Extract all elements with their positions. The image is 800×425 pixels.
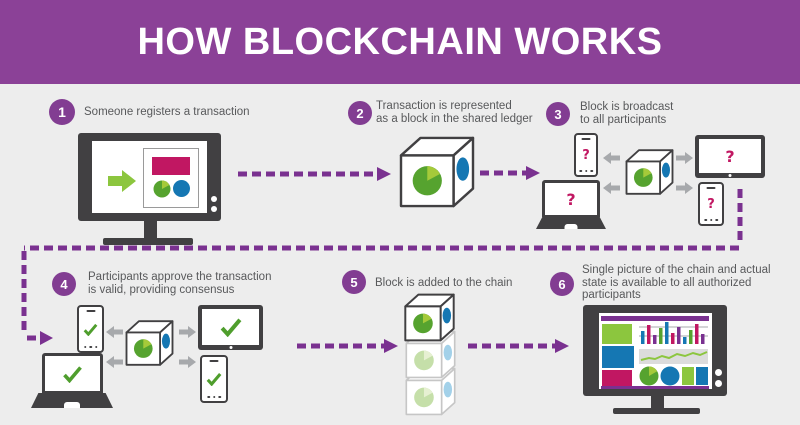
gray-arrow-right-icon [676,182,693,194]
dashboard-bar-chart [639,322,708,344]
dashboard-top-bar [601,316,709,321]
arrowhead-icon [555,339,569,353]
pie-chart-icon [153,180,171,198]
tablet-button [728,174,732,177]
step-4-badge: 4 [52,272,76,296]
laptop-base [31,393,113,408]
step-1-badge: 1 [49,99,75,125]
transaction-title-block [152,157,190,175]
monitor-base [103,238,193,245]
laptop-base [536,217,606,229]
gray-arrow-left-icon [603,182,620,194]
step-2-badge: 2 [348,101,372,125]
block-cube-icon [125,320,174,366]
check-icon [206,372,222,386]
dashboard-pie-icons [639,366,708,386]
phone-buttons [207,395,221,398]
step-1-label: Someone registers a transaction [84,106,250,118]
block-cube-icon [625,149,674,195]
check-icon [220,318,241,337]
monitor-dot [211,196,217,202]
question-mark: ? [582,147,590,163]
phone-buttons [579,169,593,172]
question-mark: ? [725,146,735,166]
laptop-notch [64,402,80,408]
monitor-stand [651,396,664,408]
step-6-label: Single picture of the chain and actual s… [582,264,771,301]
step-5-badge: 5 [342,270,366,294]
smartphone-icon [77,305,104,353]
dashboard-line-chart [639,349,708,364]
arrowhead-icon [384,339,398,353]
phone-speaker [209,360,219,362]
phone-buttons [83,345,98,348]
question-mark: ? [566,189,576,209]
monitor-dot [715,369,722,376]
laptop-icon: ? [542,180,600,217]
gray-arrow-right-icon [179,326,196,338]
gray-arrow-right-icon [676,152,693,164]
step-2-label: Transaction is represented as a block in… [376,100,533,125]
tablet-icon [198,305,263,350]
smartphone-icon [200,355,228,403]
smartphone-icon: ? [698,182,724,226]
tablet-button [229,346,232,349]
step-4-label: Participants approve the transaction is … [88,271,272,296]
dashboard-green-tile [602,324,632,344]
arrowhead-icon [40,331,53,345]
gray-arrow-left-icon [603,152,620,164]
block-cube-icon [399,136,475,208]
laptop-icon [42,353,103,393]
blue-circle-icon [173,180,190,197]
phone-speaker [581,138,591,140]
tablet-icon: ? [695,135,765,178]
gray-arrow-left-icon [106,326,123,338]
phone-speaker [706,187,716,189]
question-mark: ? [707,196,715,212]
monitor-dot [211,206,217,212]
phone-speaker [86,310,95,312]
step-5-label: Block is added to the chain [375,277,513,289]
gray-arrow-left-icon [106,356,123,368]
header-banner: HOW BLOCKCHAIN WORKS [0,0,800,84]
block-cube-icon [404,293,455,342]
dashboard-bottom-bar [601,386,709,389]
smartphone-icon: ? [574,133,598,177]
dashboard-graphic [601,316,709,389]
monitor-base [613,408,700,414]
page-title: HOW BLOCKCHAIN WORKS [137,20,663,63]
step-6-badge: 6 [550,272,574,296]
gray-arrow-right-icon [179,356,196,368]
check-icon [83,323,98,336]
check-icon [63,365,82,383]
monitor-stand [144,221,157,238]
dashboard-crimson-tile [602,370,632,386]
arrowhead-icon [377,167,391,181]
arrowhead-icon [526,166,540,180]
transaction-card [143,148,199,208]
laptop-notch [564,224,578,229]
step-3-label: Block is broadcast to all participants [580,101,674,126]
monitor-dot [715,380,722,387]
dashboard-blue-tile [602,346,634,368]
step-3-badge: 3 [546,102,570,126]
phone-buttons [704,218,718,221]
green-arrow-icon [108,170,136,192]
